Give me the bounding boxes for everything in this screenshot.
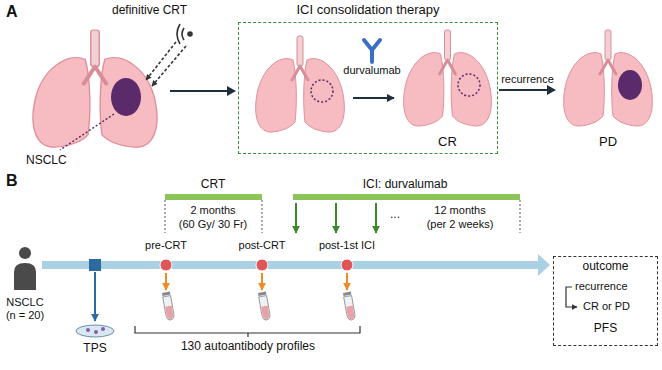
- timepoint-label: post-CRT: [239, 239, 286, 252]
- duration-label: 2 months: [190, 204, 235, 217]
- timepoint-label: pre-CRT: [145, 239, 187, 252]
- tumor: [618, 70, 642, 100]
- treatment-bar: [293, 194, 520, 200]
- bracket: [135, 326, 360, 337]
- antibody-symbol: [364, 40, 380, 62]
- treatment-label: definitive CRT: [112, 4, 187, 18]
- tumor: [111, 70, 642, 116]
- edge-label: recurrence: [501, 73, 554, 86]
- dose-label: (per 2 weeks): [427, 218, 494, 231]
- cell-dish: [101, 327, 105, 331]
- sample-tube: [343, 292, 356, 321]
- patient-icon: [14, 247, 36, 290]
- sampling-arrow: [166, 273, 347, 290]
- dose-arrow: [295, 203, 297, 233]
- sampling-arrow: [165, 273, 167, 290]
- node-text: PFS: [594, 322, 617, 336]
- panel-letter: A: [6, 3, 18, 21]
- ellipsis: ...: [390, 208, 400, 222]
- treatment-bar: [165, 194, 262, 200]
- sample-tube: [162, 292, 356, 321]
- lung-drawing: [256, 36, 345, 132]
- sample-tube: [162, 292, 175, 321]
- dotted-guide: [165, 200, 520, 233]
- node-text: outcome: [582, 260, 628, 274]
- lung-drawing: [33, 30, 157, 147]
- treatment-bar: [165, 194, 520, 200]
- radiation-symbol: [182, 28, 184, 40]
- arrow: [353, 97, 394, 99]
- node-text: NSCLC: [26, 154, 67, 168]
- radiation-symbol: [152, 46, 186, 86]
- radiation-symbol: [146, 24, 192, 86]
- node-text: recurrence: [575, 280, 628, 293]
- lung-drawing: [564, 30, 653, 126]
- tumor: [311, 80, 333, 102]
- dose-arrow: [296, 203, 376, 233]
- dose-label: (60 Gy/ 30 Fr): [179, 218, 247, 231]
- cohort-label: NSCLC (n = 20): [2, 296, 48, 321]
- timeline-arrow: [42, 261, 538, 269]
- sampling-point: [256, 259, 268, 271]
- panel-letter: B: [6, 172, 18, 190]
- lung-drawing: [33, 30, 652, 147]
- tumor: [111, 78, 141, 116]
- connector-line: [499, 89, 548, 91]
- timeline-arrow: [42, 254, 550, 276]
- dose-arrow: [375, 203, 377, 233]
- duration-label: 12 months: [434, 204, 485, 217]
- sampling-arrow: [346, 273, 348, 290]
- timeline-arrow: [538, 254, 550, 276]
- antibody-symbol: [364, 40, 380, 62]
- connector-arrow: [499, 85, 556, 95]
- assay-label: TPS: [83, 342, 106, 356]
- node-text: PD: [599, 135, 617, 150]
- lung-figure: NSCLC: [18, 28, 168, 168]
- patient-icon: [14, 263, 36, 290]
- lung-figure: CR: [398, 28, 497, 152]
- leader-line: [60, 114, 114, 150]
- dotted-guide: [520, 200, 521, 233]
- box-border: [238, 22, 498, 154]
- drug-label: durvalumab: [343, 64, 400, 77]
- dotted-guide: [262, 200, 263, 233]
- node-text: ICI consolidation therapy: [296, 3, 439, 18]
- dose-arrow: [335, 203, 337, 233]
- arrow-head: [547, 85, 556, 95]
- radiation-symbol: [188, 32, 192, 36]
- therapy-box: ICI consolidation therapyCR: [238, 3, 498, 154]
- node-text: CR or PD: [583, 300, 630, 313]
- tumor: [458, 74, 480, 96]
- cell-dish: [94, 330, 98, 334]
- cell-dish: [76, 325, 114, 337]
- cell-dish: [86, 328, 90, 332]
- sample-tube: [258, 292, 271, 321]
- profile-label: 130 autoantibody profiles: [181, 340, 315, 354]
- timepoint-label: post-1st ICI: [319, 239, 375, 252]
- lung-drawing: [404, 30, 492, 126]
- arrow-head: [227, 86, 236, 96]
- phase-label: ICI: durvalumab: [363, 178, 448, 192]
- node-text: CR: [438, 135, 457, 150]
- patient-icon: [19, 247, 31, 259]
- lung-figure: PD: [558, 28, 658, 152]
- connector-line: [170, 90, 228, 92]
- arrow: [94, 272, 96, 321]
- sampling-point: [160, 259, 172, 271]
- biopsy-marker: [89, 259, 101, 271]
- sampling-point: [341, 259, 353, 271]
- outcome-box: outcome recurrence CR or PD PFS: [553, 256, 658, 346]
- radiation-symbol: [177, 24, 180, 44]
- sampling-point: [160, 259, 353, 271]
- dotted-guide: [165, 200, 166, 233]
- phase-label: CRT: [201, 178, 225, 192]
- cell-dish: [76, 325, 114, 337]
- sampling-arrow: [261, 273, 263, 290]
- connector-arrow: [170, 86, 236, 96]
